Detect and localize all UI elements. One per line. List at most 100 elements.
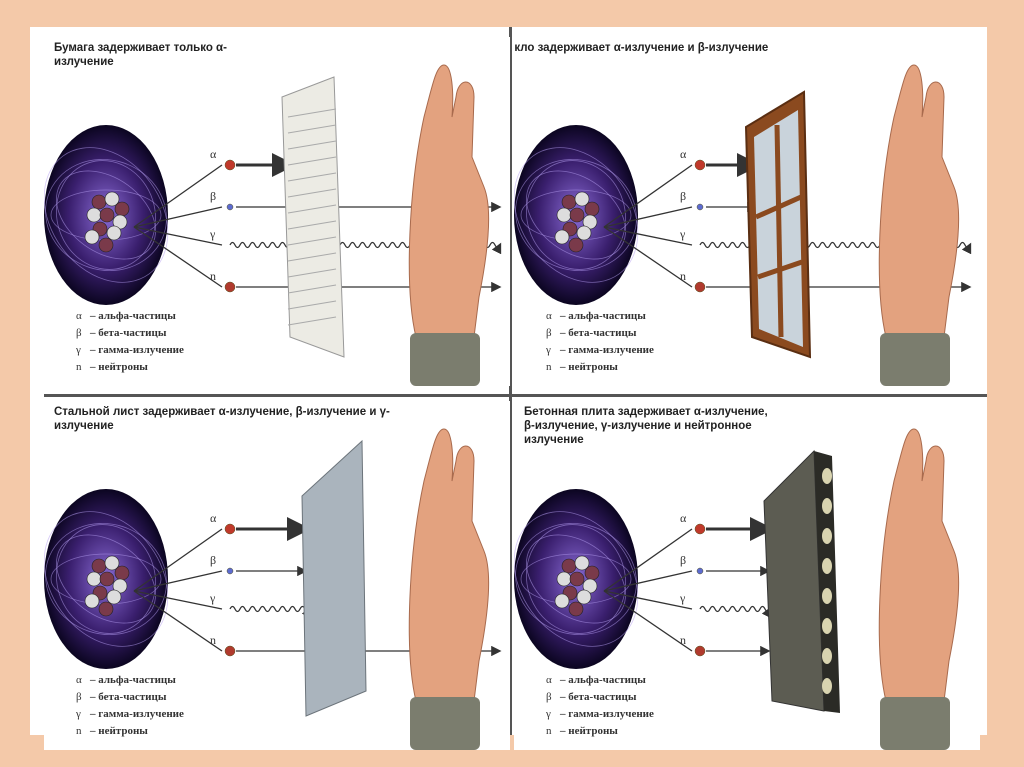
legend-text: – бета-частицы xyxy=(560,327,637,339)
legend-item: γ– гамма-излучение xyxy=(76,706,184,723)
legend-text: – альфа-частицы xyxy=(560,310,646,322)
electron-orbit xyxy=(515,522,637,636)
legend-item: n– нейтроны xyxy=(76,359,184,376)
nucleus xyxy=(554,191,600,253)
nucleon xyxy=(84,229,100,245)
panel-title: Бетонная плита задерживает α-излучение, … xyxy=(524,406,768,446)
panel-art xyxy=(514,428,960,750)
panel-art xyxy=(514,64,972,386)
emission-line-gamma xyxy=(133,226,223,246)
nucleon xyxy=(114,565,130,581)
ray-gamma xyxy=(229,605,312,619)
electron-orbit xyxy=(526,534,626,624)
concrete-slab xyxy=(763,449,825,712)
slab-hole xyxy=(822,528,832,544)
emission-line-alpha xyxy=(133,528,223,592)
text-line xyxy=(287,300,337,310)
nucleon xyxy=(91,194,107,210)
legend-symbol: γ xyxy=(76,344,81,356)
text-line xyxy=(287,268,337,278)
legend-item: β– бета-частицы xyxy=(76,689,184,706)
nucleon xyxy=(104,191,120,207)
gamma-symbol: γ xyxy=(210,227,216,241)
nucleon xyxy=(86,571,102,587)
legend-text: – нейтроны xyxy=(560,725,618,737)
atom-illustration xyxy=(514,125,639,305)
electron-orbit xyxy=(55,524,157,634)
panel-title: Бумага задерживает только α-излучение xyxy=(54,42,227,68)
atom-illustration xyxy=(44,125,169,305)
legend-item: α – альфа-частицы xyxy=(546,672,654,689)
legend-text: – гамма-излучение xyxy=(90,344,184,356)
alpha-particle xyxy=(224,523,236,535)
legend-symbol: α xyxy=(546,674,552,686)
sleeve xyxy=(880,333,950,386)
emission-lines xyxy=(603,164,693,288)
alpha-particle xyxy=(694,523,706,535)
emission-lines xyxy=(133,528,223,652)
nucleon xyxy=(574,555,590,571)
emission-line-alpha xyxy=(603,528,693,592)
legend-text: – бета-частицы xyxy=(90,691,167,703)
sleeve xyxy=(410,333,480,386)
beta-particle xyxy=(226,203,234,211)
ray-gamma xyxy=(699,605,772,619)
neutron-symbol: n xyxy=(210,633,216,647)
nucleon xyxy=(554,593,570,609)
legend-symbol: γ xyxy=(546,708,551,720)
ray-alpha xyxy=(224,517,311,541)
nucleon xyxy=(106,225,122,241)
legend-item: β– бета-частицы xyxy=(76,325,184,342)
nucleon xyxy=(569,207,585,223)
legend-symbol: n xyxy=(546,361,552,373)
electron-orbit xyxy=(514,511,639,647)
text-line xyxy=(287,284,337,294)
electron-orbit xyxy=(56,534,156,624)
beta-particle xyxy=(696,567,704,575)
text-line xyxy=(287,220,337,230)
text-line xyxy=(287,156,337,166)
alpha-symbol: α xyxy=(680,147,687,161)
alpha-symbol: α xyxy=(210,511,217,525)
gamma-symbol: γ xyxy=(680,591,686,605)
gamma-wave xyxy=(229,605,312,619)
slab-hole xyxy=(822,498,832,514)
steel-sheet xyxy=(301,439,367,717)
nucleon xyxy=(86,207,102,223)
panel-art xyxy=(44,64,502,386)
slab-hole xyxy=(822,468,832,484)
barrier-steel xyxy=(301,439,367,717)
legend-text: – бета-частицы xyxy=(560,691,637,703)
legend-text: – нейтроны xyxy=(560,361,618,373)
ray-beta xyxy=(696,565,771,577)
emission-line-gamma xyxy=(603,226,693,246)
slab-hole xyxy=(822,648,832,664)
emission-line-neutron xyxy=(603,226,693,288)
text-line xyxy=(287,252,337,262)
sleeve xyxy=(410,697,480,750)
nucleon xyxy=(104,555,120,571)
barrier-glass xyxy=(744,90,812,359)
gamma-symbol: γ xyxy=(680,227,686,241)
beta-particle xyxy=(226,567,234,575)
neutron-symbol: n xyxy=(680,633,686,647)
nucleus xyxy=(84,191,130,253)
legend-text: – гамма-излучение xyxy=(560,344,654,356)
electron-orbit xyxy=(56,170,156,260)
beta-symbol: β xyxy=(680,553,687,567)
text-line xyxy=(287,140,337,150)
legend-symbol: γ xyxy=(76,708,81,720)
text-line xyxy=(287,316,337,326)
barrier-concrete xyxy=(763,449,840,713)
palm xyxy=(878,428,960,702)
legend-text: – альфа-частицы xyxy=(560,674,646,686)
legend-symbol: β xyxy=(546,691,552,703)
panel-art xyxy=(44,428,502,750)
electron-orbit xyxy=(525,160,627,270)
slab-hole xyxy=(822,588,832,604)
text-line xyxy=(287,108,337,118)
atom-illustration xyxy=(514,489,639,669)
